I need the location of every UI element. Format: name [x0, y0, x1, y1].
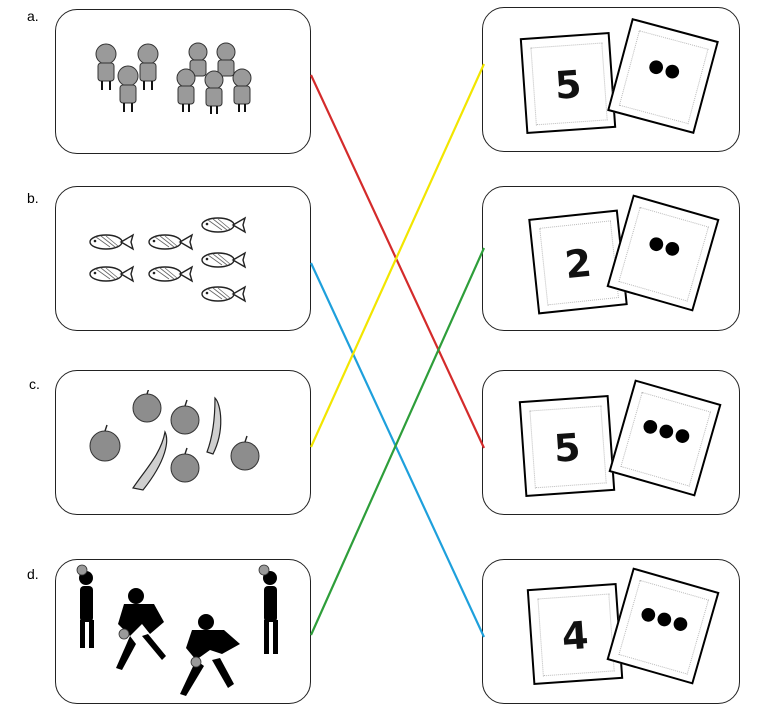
match-line-d — [309, 247, 486, 636]
row-label-c: c. — [29, 376, 40, 392]
numeral-card-4: 4 — [526, 582, 624, 686]
numeral-card-3-value: 5 — [552, 425, 582, 471]
row-label-d: d. — [27, 566, 39, 582]
dot-card-2-dots: ●● — [646, 231, 685, 261]
musicians-picture — [95, 42, 252, 114]
row-label-b: b. — [27, 190, 39, 206]
numeral-card-4-value: 4 — [560, 613, 590, 659]
match-line-b — [310, 262, 485, 638]
fruit-picture — [89, 390, 260, 491]
dot-card-4-dots: ●●● — [638, 601, 693, 636]
row-label-a: a. — [27, 8, 39, 24]
dot-card-3-dots: ●●● — [640, 413, 695, 448]
match-line-c — [309, 63, 486, 448]
picture-box-b[interactable] — [55, 186, 311, 331]
basketball-players-picture — [76, 564, 278, 696]
match-line-a — [310, 74, 485, 449]
numeral-card-1: 5 — [519, 31, 617, 135]
numeral-card-3: 5 — [518, 394, 616, 498]
numeral-card-1-value: 5 — [553, 62, 583, 108]
fish-picture — [89, 217, 246, 302]
dot-card-1-dots: ●● — [646, 54, 684, 84]
